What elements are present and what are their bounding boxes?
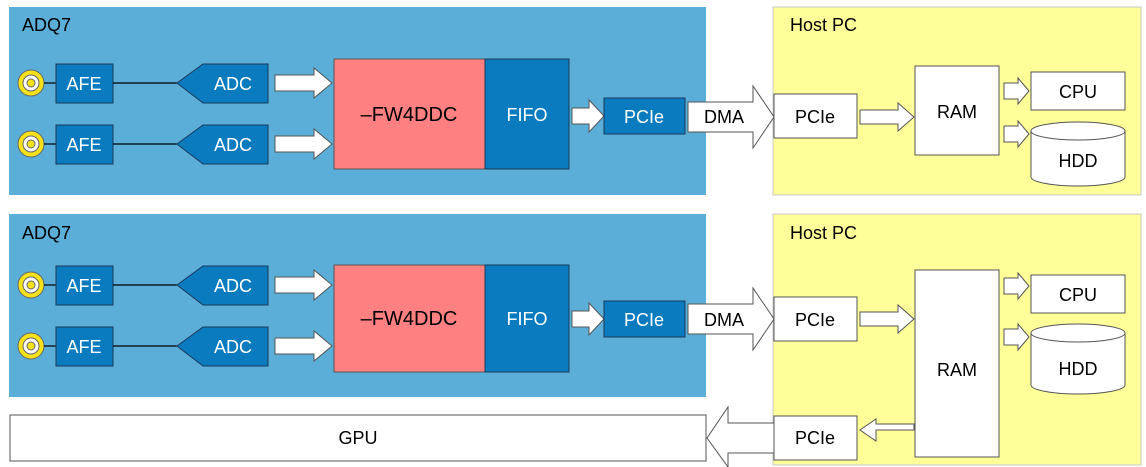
firmware-block <box>333 58 486 170</box>
arrow-right-icon <box>1003 322 1030 352</box>
arrow-left-icon <box>859 418 915 442</box>
afe-label: AFE <box>66 276 101 296</box>
gpu-host-pcie-block <box>773 415 858 461</box>
hdd-icon <box>1030 121 1126 187</box>
host-pcie-block <box>773 93 858 139</box>
device-pcie-block <box>603 97 686 135</box>
ram-block <box>914 269 1000 458</box>
ram-label: RAM <box>937 102 977 122</box>
adc-label: ADC <box>214 337 252 357</box>
connector-icon <box>17 69 45 97</box>
host-pcie-label: PCIe <box>795 107 835 127</box>
device-pcie-label: PCIe <box>624 310 664 330</box>
arrow-right-icon <box>859 101 915 133</box>
adc-block <box>176 326 269 367</box>
adc-label: ADC <box>214 276 252 296</box>
afe-label: AFE <box>66 337 101 357</box>
arrow-right-icon <box>274 268 333 302</box>
host-label: Host PC <box>790 15 857 35</box>
adc-block <box>176 265 269 306</box>
gpu-row: GPU PCIe <box>9 405 858 467</box>
adc-block <box>176 124 269 165</box>
cpu-block <box>1030 71 1126 111</box>
host-pcie-block <box>773 296 858 342</box>
arrow-right-icon <box>274 66 333 100</box>
connector-icon <box>17 130 45 158</box>
gpu-label: GPU <box>338 428 377 448</box>
afe-block <box>55 326 114 367</box>
dma-label: DMA <box>704 107 744 127</box>
hdd-icon <box>1030 323 1126 395</box>
adc-block <box>176 63 269 104</box>
gpu-block <box>9 414 707 462</box>
arrow-right-icon <box>571 301 605 337</box>
connector-icon <box>17 271 45 299</box>
cpu-label: CPU <box>1059 285 1097 305</box>
ram-block <box>914 65 1000 156</box>
afe-block <box>55 124 114 165</box>
afe-label: AFE <box>66 74 101 94</box>
arrow-right-icon <box>1003 119 1030 149</box>
ram-label: RAM <box>937 360 977 380</box>
arrow-right-icon <box>1003 76 1030 106</box>
fifo-label: FIFO <box>507 105 548 125</box>
fifo-block <box>484 264 570 373</box>
fifo-label: FIFO <box>507 309 548 329</box>
afe-block <box>55 63 114 104</box>
arrow-right-icon <box>859 303 915 335</box>
cpu-block <box>1030 274 1126 314</box>
connector-icon <box>17 332 45 360</box>
fifo-block <box>484 58 570 170</box>
digitizer-label: ADQ7 <box>22 223 71 243</box>
arrow-right-icon <box>1003 271 1030 301</box>
device-pcie-block <box>603 300 686 338</box>
gpu-host-pcie-label: PCIe <box>795 428 835 448</box>
hdd-label: HDD <box>1059 359 1098 379</box>
digitizer-label: ADQ7 <box>22 15 71 35</box>
hdd-label: HDD <box>1059 151 1098 171</box>
firmware-label: –FW4DDC <box>361 104 458 126</box>
host-pcie-label: PCIe <box>795 310 835 330</box>
afe-block <box>55 265 114 306</box>
device-pcie-label: PCIe <box>624 107 664 127</box>
adc-label: ADC <box>214 135 252 155</box>
cpu-label: CPU <box>1059 82 1097 102</box>
arrow-right-icon <box>274 127 333 161</box>
adc-label: ADC <box>214 74 252 94</box>
arrow-right-icon <box>274 329 333 363</box>
dma-arrow-icon <box>687 286 775 352</box>
dma-label: DMA <box>704 310 744 330</box>
panel-1: ADQ7 Host PC AFE ADC AFE ADC –FW4DD <box>9 6 1142 196</box>
dma-arrow-icon <box>687 84 775 150</box>
arrow-left-icon <box>706 405 775 467</box>
host-label: Host PC <box>790 223 857 243</box>
firmware-label: –FW4DDC <box>361 308 458 330</box>
afe-label: AFE <box>66 135 101 155</box>
arrow-right-icon <box>571 98 605 134</box>
